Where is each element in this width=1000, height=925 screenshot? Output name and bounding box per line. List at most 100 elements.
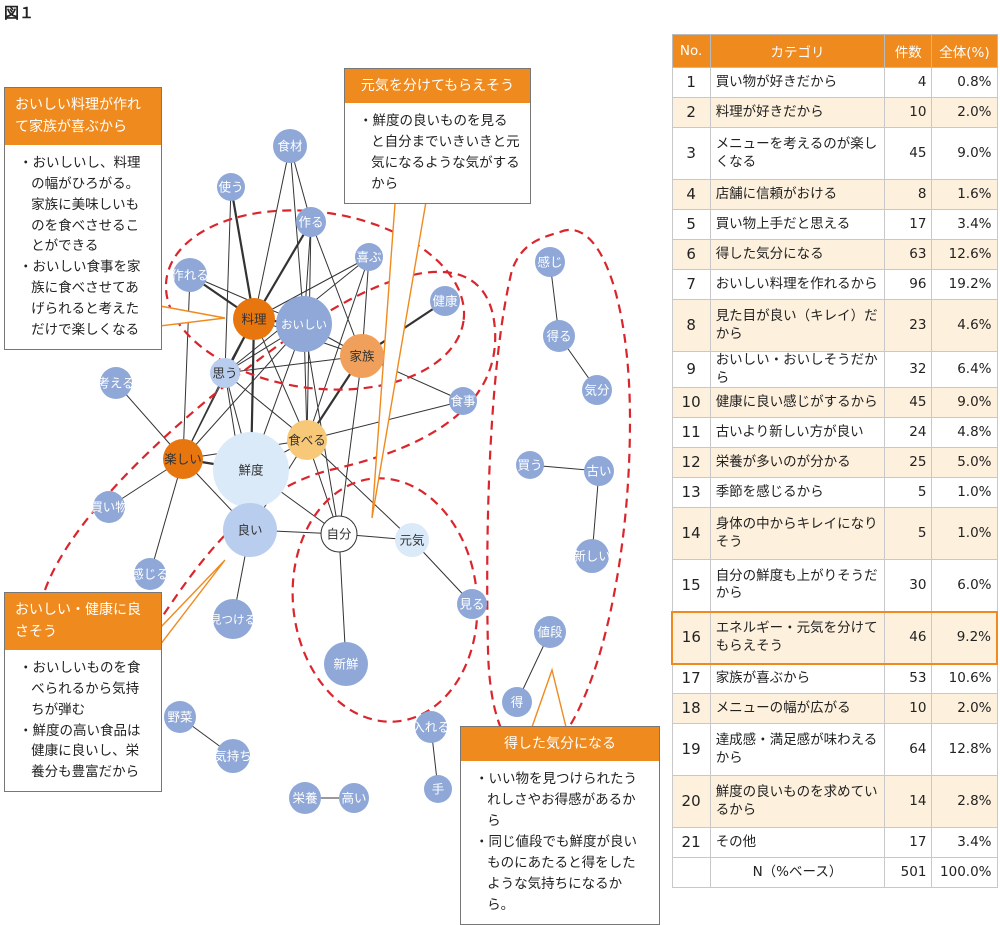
cluster-outline	[164, 209, 466, 391]
node-circle	[502, 687, 532, 717]
row-category: 達成感・満足感が味わえるから	[709, 723, 886, 777]
network-node: 使う	[217, 173, 245, 201]
node-circle	[424, 775, 452, 803]
node-circle	[216, 739, 250, 773]
network-node: 得	[502, 687, 532, 717]
footer-label: N（%ベース）	[709, 857, 886, 889]
row-count: 10	[884, 693, 933, 725]
node-circle	[223, 503, 277, 557]
row-category: 料理が好きだから	[709, 97, 886, 128]
callout-cooking-family: おいしい料理が作れて家族が喜ぶから おいしいし、料理の幅がひろがる。家族に美味し…	[4, 87, 162, 351]
row-category: 身体の中からキレイになりそう	[709, 507, 886, 561]
node-circle	[339, 783, 369, 813]
row-count: 30	[884, 559, 933, 613]
network-node: 新鮮	[324, 642, 368, 686]
node-circle	[289, 782, 321, 814]
row-count: 45	[884, 387, 933, 419]
node-label: 考える	[97, 376, 134, 391]
node-label: 良い	[237, 523, 262, 538]
row-no: 1	[671, 67, 711, 98]
row-category: 買い物上手だと思える	[709, 209, 886, 240]
node-circle	[324, 642, 368, 686]
row-percent: 5.0%	[931, 447, 998, 479]
row-count: 23	[884, 299, 933, 352]
node-circle	[276, 296, 332, 352]
row-count: 8	[884, 179, 933, 210]
row-count: 5	[884, 477, 933, 509]
row-no: 9	[671, 350, 711, 389]
node-circle	[163, 439, 203, 479]
network-edge	[338, 355, 363, 535]
row-no: 14	[671, 507, 711, 561]
row-category: 鮮度の良いものを求めているから	[709, 775, 886, 829]
row-no: 8	[671, 299, 711, 352]
row-count: 14	[884, 775, 933, 829]
node-circle	[582, 375, 612, 405]
callout-pointers	[159, 189, 567, 728]
network-node: 手	[424, 775, 452, 803]
row-percent: 6.4%	[931, 350, 998, 389]
row-count: 5	[884, 507, 933, 561]
row-category: 栄養が多いのが分かる	[709, 447, 886, 479]
callout-good-deal: 得した気分になる いい物を見つけられたうれしさやお得感があるから 同じ値段でも鮮…	[460, 726, 660, 925]
row-category: 季節を感じるから	[709, 477, 886, 509]
network-node: おいしい	[276, 296, 332, 352]
network-node: 新しい	[573, 539, 611, 573]
node-circle	[213, 599, 253, 639]
network-edge	[229, 186, 256, 320]
node-label: 手	[432, 782, 445, 797]
network-node: 料理	[233, 298, 275, 340]
row-no: 17	[671, 663, 711, 695]
node-label: 鮮度	[238, 463, 264, 478]
node-circle	[415, 711, 447, 743]
node-circle	[233, 298, 275, 340]
figure-label: 図１	[4, 4, 35, 22]
node-label: 見つける	[210, 613, 256, 627]
network-edge	[289, 145, 305, 325]
network-node: 健康	[430, 286, 460, 316]
node-label: 家族	[349, 349, 375, 364]
callout-title: おいしい料理が作れて家族が喜ぶから	[5, 88, 161, 145]
callout-title: おいしい・健康に良さそう	[5, 593, 161, 650]
node-circle	[340, 334, 384, 378]
row-no: 7	[671, 269, 711, 300]
node-label: 健康	[432, 294, 458, 309]
callout-list: おいしいし、料理の幅がひろがる。家族に美味しいものを食べさせることができる おい…	[5, 145, 161, 349]
row-count: 32	[884, 350, 933, 389]
row-no: 21	[671, 827, 711, 859]
node-label: 思う	[212, 366, 237, 381]
header-category: カテゴリ	[709, 34, 886, 68]
node-label: 感じ	[537, 255, 562, 270]
node-circle	[213, 432, 289, 508]
callout-item: おいしいし、料理の幅がひろがる。家族に美味しいものを食べさせることができる	[19, 153, 151, 258]
node-circle	[449, 387, 477, 415]
network-node: 良い	[223, 503, 277, 557]
network-node: 気分	[582, 375, 612, 405]
header-count: 件数	[884, 34, 933, 68]
node-circle	[457, 589, 487, 619]
row-percent: 3.4%	[931, 827, 998, 859]
network-node: 値段	[534, 616, 566, 648]
network-node: 鮮度	[213, 432, 289, 508]
row-percent: 6.0%	[931, 559, 998, 613]
network-node: 気持ち	[214, 739, 252, 773]
row-count: 25	[884, 447, 933, 479]
node-circle	[543, 320, 575, 352]
callout-list: 鮮度の良いものを見ると自分までいきいきと元気になるような気がするから	[345, 103, 530, 203]
node-circle	[164, 701, 196, 733]
node-circle	[93, 491, 125, 523]
row-percent: 2.8%	[931, 775, 998, 829]
callout-list: おいしいものを食べられるから気持ちが弾む 鮮度の高い食品は健康に良いし、栄養分も…	[5, 650, 161, 792]
row-category: 買い物が好きだから	[709, 67, 886, 98]
node-circle	[287, 420, 327, 460]
